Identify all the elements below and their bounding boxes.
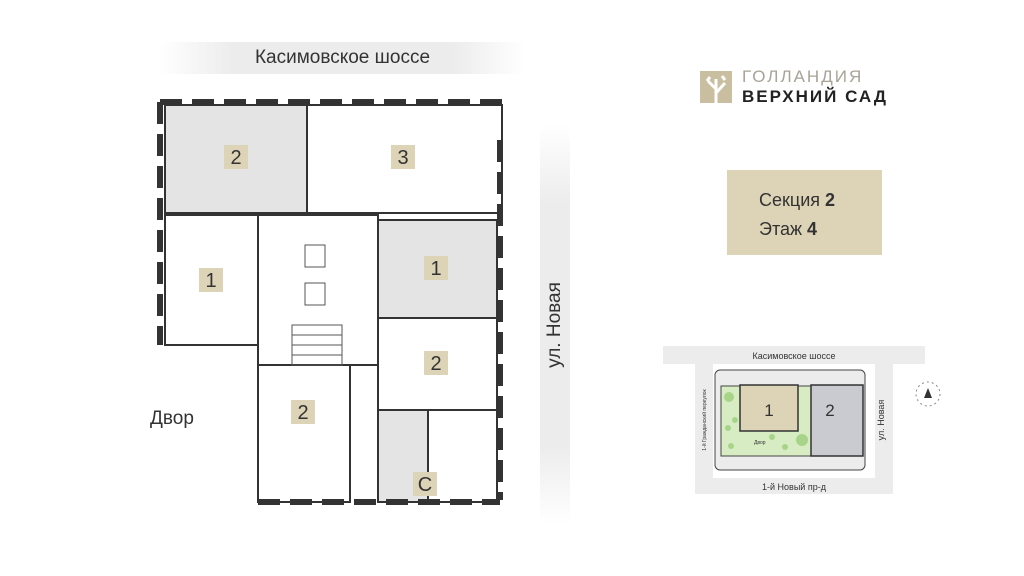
section-value: 2	[825, 190, 836, 210]
logo-tree-icon	[700, 71, 732, 103]
hall	[427, 409, 498, 503]
logo-line-1: ГОЛЛАНДИЯ	[742, 67, 864, 86]
street-label-right: ул. Новая	[540, 125, 570, 525]
minimap-top-street: Касимовское шоссе	[753, 351, 836, 361]
unit-label: 2	[230, 147, 241, 169]
unit-2-bottom[interactable]	[257, 364, 351, 503]
minimap-yard: Двор	[754, 440, 766, 446]
yard-label: Двор	[150, 408, 194, 429]
section-label: Секция	[759, 190, 820, 210]
unit-label: С	[418, 474, 432, 496]
minimap-right-street: ул. Новая	[876, 400, 886, 441]
logo-line-2: ВЕРХНИЙ САД	[742, 87, 888, 106]
unit-label: 2	[297, 402, 308, 424]
unit-label: 3	[397, 147, 408, 169]
unit-label: 1	[430, 258, 441, 280]
minimap-left-street: 1-й Гражданский переулок	[701, 388, 708, 450]
compass-icon	[915, 381, 941, 407]
core	[257, 214, 379, 366]
floor-value: 4	[807, 219, 818, 239]
street-label-top: Касимовское шоссе	[160, 42, 525, 74]
unit-label: 1	[205, 270, 216, 292]
minimap-bottom-street: 1-й Новый пр-д	[762, 482, 827, 492]
section-floor-card: Секция 2 Этаж 4	[727, 170, 882, 255]
floor-label: Этаж	[759, 219, 803, 239]
minimap-section-2: 2	[825, 401, 834, 420]
site-minimap: Касимовское шоссе 1-й Новый пр-д ул. Нов…	[663, 346, 941, 494]
unit-label: 2	[430, 353, 441, 375]
minimap-section-1: 1	[764, 401, 773, 420]
